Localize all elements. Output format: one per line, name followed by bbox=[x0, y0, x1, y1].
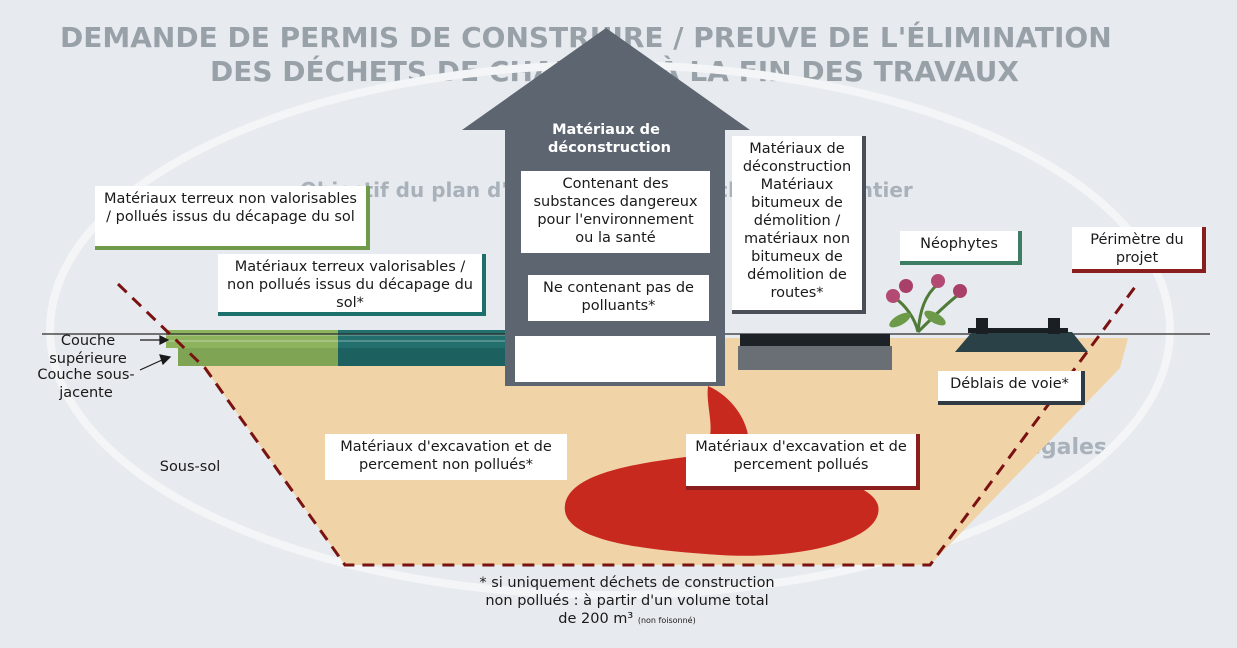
label-neophytes: Néophytes bbox=[900, 231, 1022, 265]
house-roof-title: Matériaux de déconstruction bbox=[548, 122, 671, 156]
label-terreux-valorisables: Matériaux terreux valorisables / non pol… bbox=[218, 254, 486, 316]
footnote-line3-wrap: de 200 m³ (non foisonné) bbox=[432, 610, 822, 630]
label-couche-superieure: Couche supérieure bbox=[49, 333, 127, 367]
house-clean-label: Ne contenant pas de polluants* bbox=[528, 275, 709, 321]
couche-arrows bbox=[139, 335, 172, 371]
house-dangerous-label: Contenant des substances dangereux pour … bbox=[521, 171, 710, 253]
label-excavation-non-pollues: Matériaux d'excavation et de percement n… bbox=[325, 434, 567, 480]
label-deblais-de-voie: Déblais de voie* bbox=[938, 371, 1085, 405]
footnote-line1: * si uniquement déchets de construction bbox=[479, 575, 775, 591]
neophyte-flowers bbox=[886, 274, 967, 334]
rail-ballast bbox=[955, 332, 1088, 352]
layer-texture bbox=[166, 334, 506, 342]
excavation-pit bbox=[162, 338, 1128, 565]
label-terreux-non-valorisables: Matériaux terreux non valorisables / pol… bbox=[95, 186, 370, 250]
asphalt-top bbox=[740, 334, 890, 346]
footnote: * si uniquement déchets de construction … bbox=[432, 574, 822, 630]
project-perimeter-outline bbox=[116, 282, 1137, 567]
footnote-line2: non pollués : à partir d'un volume total bbox=[485, 593, 769, 609]
rail-clips bbox=[968, 318, 1068, 334]
asphalt-base bbox=[738, 346, 892, 370]
top-layer-teal bbox=[338, 330, 506, 348]
label-sous-sol: Sous-sol bbox=[159, 459, 221, 475]
top-layer-green bbox=[166, 330, 338, 348]
sub-layer-green bbox=[178, 348, 338, 366]
label-perimetre: Périmètre du projet bbox=[1072, 227, 1206, 273]
sub-layer-teal bbox=[338, 348, 506, 366]
label-bitumeux: Matériaux de déconstruction Matériaux bi… bbox=[732, 136, 866, 314]
footnote-line3: de 200 m³ bbox=[558, 611, 634, 627]
house-window bbox=[515, 336, 716, 382]
label-couche-sous-jacente: Couche sous-jacente bbox=[37, 367, 135, 401]
footnote-small: (non foisonné) bbox=[637, 616, 696, 625]
label-excavation-pollues: Matériaux d'excavation et de percement p… bbox=[686, 434, 920, 490]
